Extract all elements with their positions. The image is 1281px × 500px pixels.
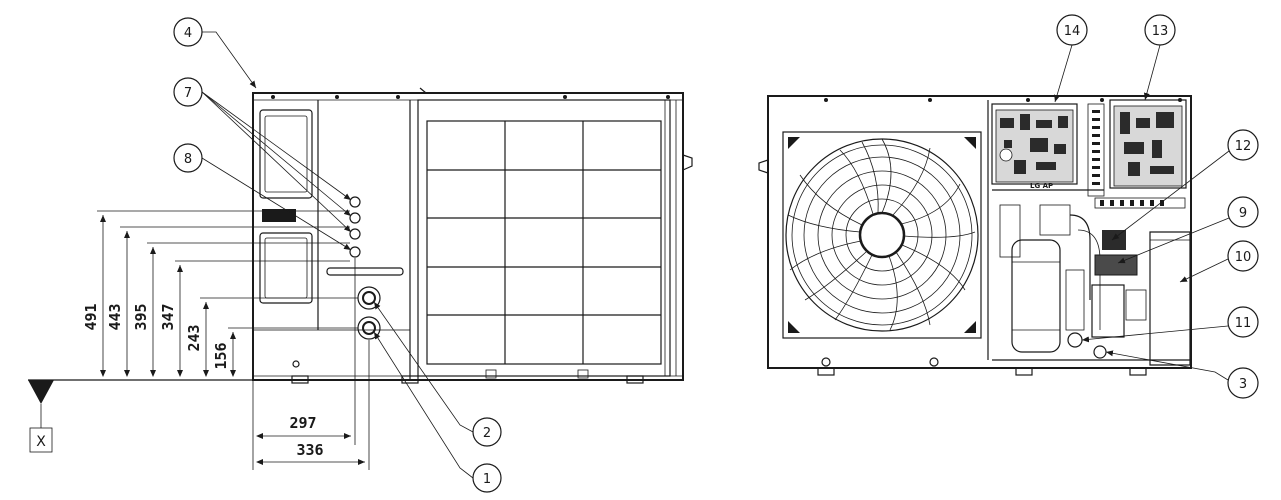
callout-10: 10 (1235, 250, 1252, 265)
dimension-lines: 491 443 395 347 243 156 297 336 X (28, 210, 370, 470)
dim-336: 336 (296, 441, 323, 459)
callout-8: 8 (184, 152, 192, 167)
datum-triangle (28, 380, 54, 404)
callout-12: 12 (1235, 139, 1252, 154)
dim-297: 297 (289, 414, 316, 432)
callout-11: 11 (1235, 316, 1252, 331)
callout-13: 13 (1152, 24, 1169, 39)
callout-2: 2 (483, 426, 491, 441)
dim-491: 491 (82, 303, 100, 330)
dim-156: 156 (212, 342, 230, 369)
callout-9: 9 (1239, 206, 1247, 221)
callout-3: 3 (1239, 377, 1247, 392)
datum-box (29, 427, 53, 453)
callout-14: 14 (1064, 24, 1081, 39)
dim-243: 243 (185, 324, 203, 351)
datum-label: X (36, 434, 46, 450)
rear-callouts: 14 13 12 9 10 11 3 (1054, 14, 1259, 399)
callout-4: 4 (184, 26, 192, 41)
dim-395: 395 (132, 303, 150, 330)
front-view (252, 87, 693, 384)
callout-1: 1 (483, 472, 491, 487)
panel-marking: LG AP (1030, 182, 1053, 190)
rear-view: LG AP (758, 95, 1192, 376)
callout-7: 7 (184, 86, 192, 101)
front-callouts: 4 7 8 2 1 (173, 17, 502, 493)
dim-443: 443 (106, 303, 124, 330)
dim-347: 347 (159, 303, 177, 330)
fan-spokes (787, 138, 976, 331)
